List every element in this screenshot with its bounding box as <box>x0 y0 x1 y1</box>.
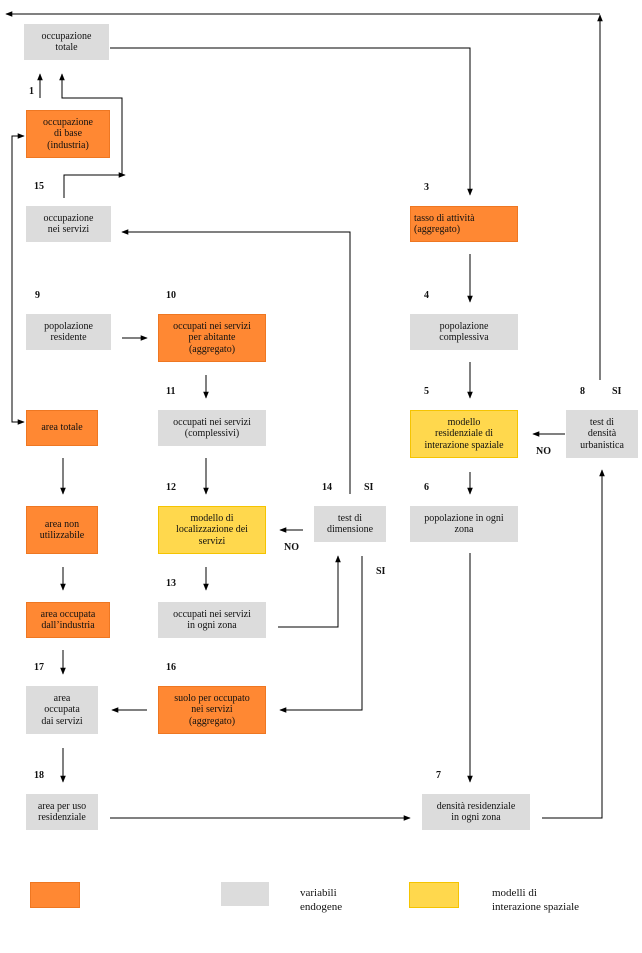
step-number-14: 14 <box>322 482 332 493</box>
label-si-test-dimensione: SI <box>376 566 386 577</box>
step-number-6: 6 <box>424 482 429 493</box>
node-popolazione-residente: popolazione residente <box>26 314 111 350</box>
node-area-servizi: area occupata dai servizi <box>26 686 98 734</box>
step-number-17: 17 <box>34 662 44 673</box>
node-popolazione-ogni-zona: popolazione in ogni zona <box>410 506 518 542</box>
label-no-14: NO <box>284 542 299 553</box>
step-number-9: 9 <box>35 290 40 301</box>
arrow-servizi-up <box>63 172 126 198</box>
step-number-7: 7 <box>436 770 441 781</box>
node-suolo-per-occupato: suolo per occupato nei servizi (aggregat… <box>158 686 266 734</box>
arrow-occz-to-test <box>278 555 341 628</box>
step-number-3: 3 <box>424 182 429 193</box>
node-test-dimensione: test di dimensione <box>314 506 386 542</box>
node-densita-residenziale: densità residenziale in ogni zona <box>422 794 530 830</box>
step-number-15: 15 <box>34 181 44 192</box>
step-number-12: 12 <box>166 482 176 493</box>
node-occupazione-servizi: occupazione nei servizi <box>26 206 111 242</box>
label-si-8: SI <box>612 386 622 397</box>
node-occupati-complessivi: occupati nei servizi (complessivi) <box>158 410 266 446</box>
step-number-10: 10 <box>166 290 176 301</box>
label-si-14: SI <box>364 482 374 493</box>
arrow-base-areatot <box>11 133 25 425</box>
arrow-test14-si-down <box>279 556 363 713</box>
step-number-11: 11 <box>166 386 176 397</box>
legend-swatch-models <box>409 882 459 908</box>
step-number-4: 4 <box>424 290 429 301</box>
node-area-industria: area occupata dall’industria <box>26 602 110 638</box>
node-popolazione-complessiva: popolazione complessiva <box>410 314 518 350</box>
arrow-occtot-to-tasso <box>110 47 473 196</box>
step-number-16: 16 <box>166 662 176 673</box>
step-number-18: 18 <box>34 770 44 781</box>
step-number-8: 8 <box>580 386 585 397</box>
step-number-5: 5 <box>424 386 429 397</box>
step-number-13: 13 <box>166 578 176 589</box>
arrow-loop-15 <box>59 73 123 175</box>
legend-label-models: modelli di interazione spaziale <box>492 887 580 913</box>
node-modello-localizzazione: modello di localizzazione dei servizi <box>158 506 266 554</box>
node-occupati-per-abitante: occupati nei servizi per abitante (aggre… <box>158 314 266 362</box>
node-test-densita: test di densità urbanistica <box>566 410 638 458</box>
node-occupati-ogni-zona: occupati nei servizi in ogni zona <box>158 602 266 638</box>
node-modello-residenziale: modello residenziale di interazione spaz… <box>410 410 518 458</box>
legend-swatch-endogenous <box>221 882 269 906</box>
step-number-1: 1 <box>29 86 34 97</box>
node-occupazione-base: occupazione di base (industria) <box>26 110 110 158</box>
arrow-test14-si-up <box>121 229 351 494</box>
node-occupazione-totale: occupazione totale <box>24 24 109 60</box>
legend-label-endogenous: variabili endogene <box>300 887 343 913</box>
node-area-non-utilizzabile: area non utilizzabile <box>26 506 98 554</box>
legend-swatch-exogenous <box>30 882 80 908</box>
node-area-totale: area totale <box>26 410 98 446</box>
node-tasso-attivita: tasso di attività (aggregato) <box>410 206 518 242</box>
node-area-residenziale: area per uso residenziale <box>26 794 98 830</box>
label-no-8: NO <box>536 446 551 457</box>
arrow-dens-to-test <box>542 469 605 819</box>
